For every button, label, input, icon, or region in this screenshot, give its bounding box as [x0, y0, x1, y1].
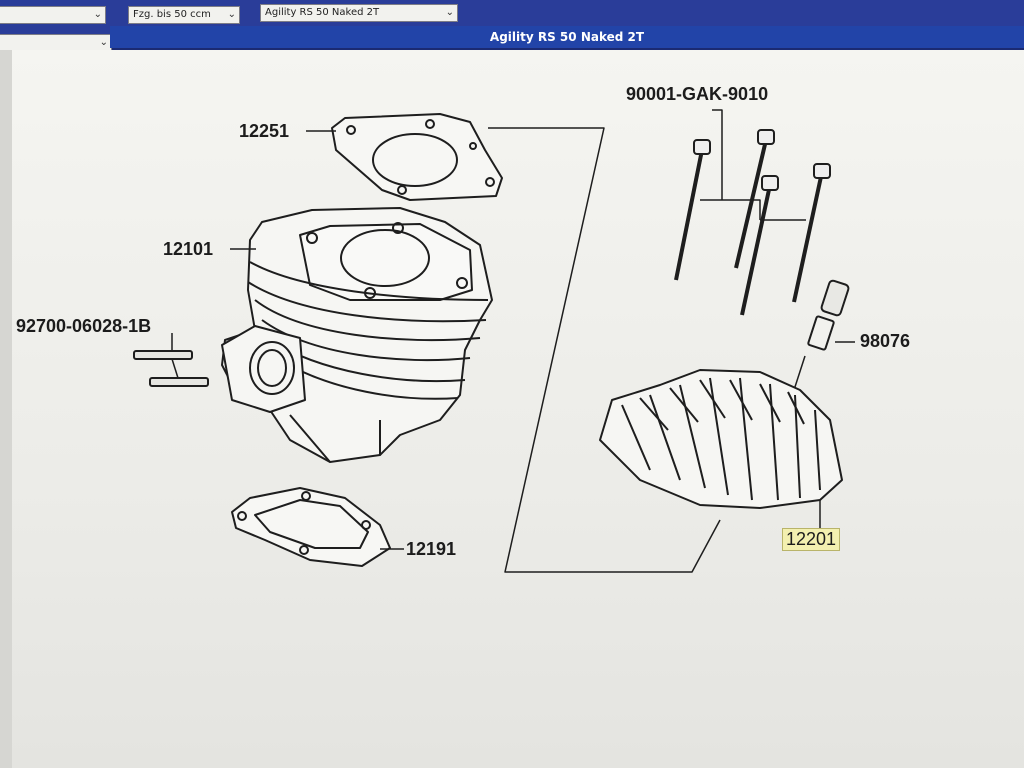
- cylinder-block[interactable]: [221, 207, 493, 463]
- part-label-12101[interactable]: 12101: [163, 239, 214, 259]
- chevron-down-icon: ⌄: [445, 7, 454, 18]
- part-label-98076[interactable]: 98076: [860, 331, 911, 351]
- filter-select-1[interactable]: ⌄: [0, 6, 106, 24]
- cylinder-head[interactable]: [599, 369, 843, 528]
- left-strip: ⌄: [0, 28, 112, 52]
- vehicle-class-select[interactable]: Fzg. bis 50 ccm ⌄: [128, 6, 240, 24]
- toolbar: ⌄ Fzg. bis 50 ccm ⌄ Agility RS 50 Naked …: [0, 0, 1024, 29]
- diagram-canvas: [12, 50, 1024, 768]
- cylinder-base-gasket-top[interactable]: [331, 113, 503, 201]
- chevron-down-icon: ⌄: [227, 9, 236, 20]
- cylinder-base-gasket-bottom[interactable]: [231, 487, 391, 567]
- assembly-bracket-lines: [230, 127, 721, 573]
- part-label-12201-selected[interactable]: 12201: [782, 528, 841, 551]
- model-value: Agility RS 50 Naked 2T: [265, 7, 380, 18]
- vehicle-class-value: Fzg. bis 50 ccm: [133, 9, 211, 20]
- part-label-12191[interactable]: 12191: [406, 539, 457, 559]
- head-bolts[interactable]: [674, 109, 831, 316]
- part-label-92700-06028-1b[interactable]: 92700-06028-1B: [16, 316, 152, 336]
- model-select[interactable]: Agility RS 50 Naked 2T ⌄: [260, 4, 458, 22]
- chevron-down-icon: ⌄: [93, 9, 102, 20]
- stud-bolts[interactable]: [133, 333, 209, 387]
- part-label-90001-gak-9010[interactable]: 90001-GAK-9010: [626, 84, 769, 104]
- chevron-down-icon: ⌄: [99, 37, 108, 48]
- page-title: Agility RS 50 Naked 2T: [110, 26, 1024, 48]
- spark-plug[interactable]: [793, 279, 855, 391]
- part-label-12251[interactable]: 12251: [239, 121, 290, 141]
